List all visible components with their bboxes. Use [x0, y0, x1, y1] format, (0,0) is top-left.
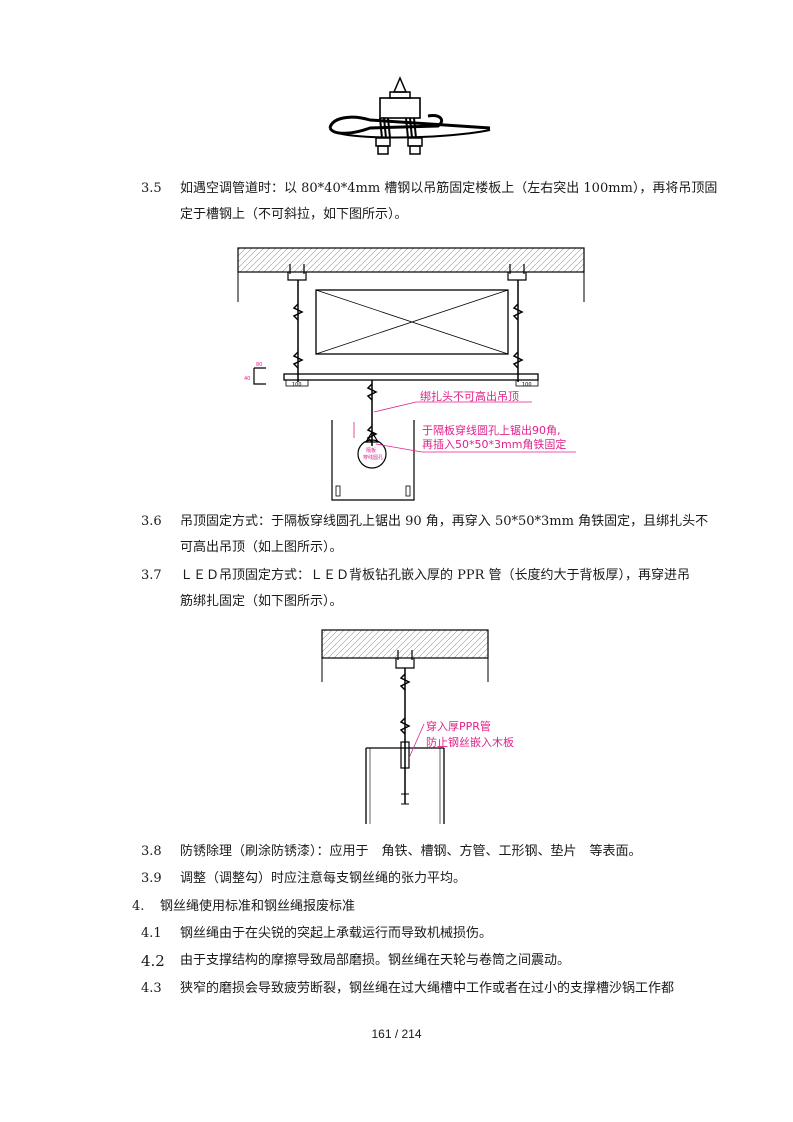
paragraph-line: 调整（调整勾）时应注意每支钢丝绳的张力平均。	[180, 871, 467, 886]
dim-label-left: 100	[292, 382, 302, 388]
paragraph-line: 筋绑扎固定（如下图所示）。	[180, 594, 343, 609]
section-number: 4.	[132, 899, 145, 914]
paragraph-line: 防锈除理（刷涂防锈漆）：应用于 角铁、槽钢、方管、工形钢、垫片 等表面。	[180, 844, 642, 859]
section-number: 3.6	[141, 514, 162, 529]
annotation-cut-90-angle: 于隔板穿线圆孔上锯出90角,	[422, 423, 561, 437]
annotation-angle-steel: 再插入50*50*3mm角铁固定	[422, 437, 566, 451]
dim-label-right: 100	[522, 382, 532, 388]
channel-dim-label: 40	[244, 376, 250, 382]
page-number: 161 / 214	[371, 1027, 422, 1041]
section-number: 3.9	[141, 871, 162, 886]
section-number: 4.3	[141, 981, 162, 996]
wire-rope-clamp-illustration	[328, 76, 491, 155]
paragraph-line: 如遇空调管道时：以 80*40*4mm 槽钢以吊筋固定楼板上（左右突出 100m…	[180, 181, 718, 196]
paragraph-line: 钢丝绳由于在尖锐的突起上承载运行而导致机械损伤。	[180, 926, 493, 941]
section-number: 4.2	[141, 952, 165, 970]
paragraph-line: 可高出吊顶（如上图所示）。	[180, 540, 343, 555]
section-heading: 钢丝绳使用标准和钢丝绳报废标准	[160, 899, 356, 914]
section-number: 4.1	[141, 926, 162, 941]
hole-label: 隔板	[366, 447, 376, 454]
annotation-ppr-pipe: 穿入厚PPR管	[426, 719, 491, 733]
annotation-prevent-embedding: 防止钢丝嵌入木板	[426, 735, 514, 749]
section-number: 3.7	[141, 568, 162, 583]
led-ceiling-fixing-diagram: 穿入厚PPR管 防止钢丝嵌入木板	[321, 629, 514, 824]
section-number: 3.5	[141, 181, 162, 196]
ac-duct-hanging-diagram: 100 100 40 80 隔板 穿线圆孔 绑扎头不可高出吊顶 于隔板穿线圆孔上…	[237, 247, 585, 501]
section-number: 3.8	[141, 844, 162, 859]
paragraph-line: 定于槽钢上（不可斜拉，如下图所示）。	[180, 207, 408, 222]
channel-dim-label-2: 80	[256, 362, 262, 368]
paragraph-line: 由于支撑结构的摩擦导致局部磨损。钢丝绳在天轮与卷筒之间震动。	[180, 953, 571, 968]
paragraph-line: 吊顶固定方式：于隔板穿线圆孔上锯出 90 角，再穿入 50*50*3mm 角铁固…	[180, 514, 709, 529]
paragraph-line: ＬＥＤ吊顶固定方式：ＬＥＤ背板钻孔嵌入厚的 PPR 管（长度约大于背板厚），再穿…	[180, 568, 691, 583]
paragraph-line: 狭窄的磨损会导致疲劳断裂，钢丝绳在过大绳槽中工作或者在过小的支撑槽沙锅工作都	[180, 981, 675, 996]
annotation-knot-not-above-ceiling: 绑扎头不可高出吊顶	[420, 389, 519, 403]
hole-label-2: 穿线圆孔	[363, 454, 383, 461]
